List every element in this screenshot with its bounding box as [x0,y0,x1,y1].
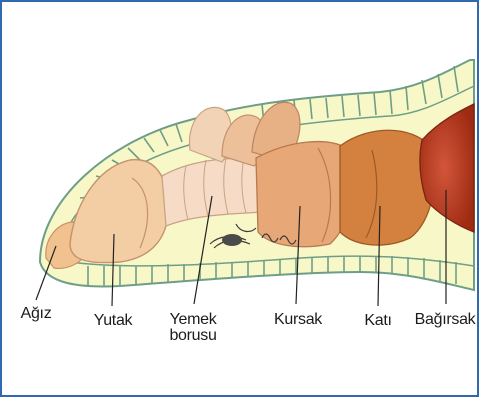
gizzard [340,130,434,245]
label-intestine: Bağırsak [410,312,480,328]
label-esophagus-line1: Yemek [162,312,224,328]
label-crop: Kursak [264,312,332,328]
label-gizzard: Katı [352,313,404,329]
label-mouth: Ağız [14,306,58,322]
label-pharynx: Yutak [86,313,140,329]
crop [256,142,352,247]
label-esophagus-line2: borusu [160,328,226,344]
ganglion [222,234,242,246]
